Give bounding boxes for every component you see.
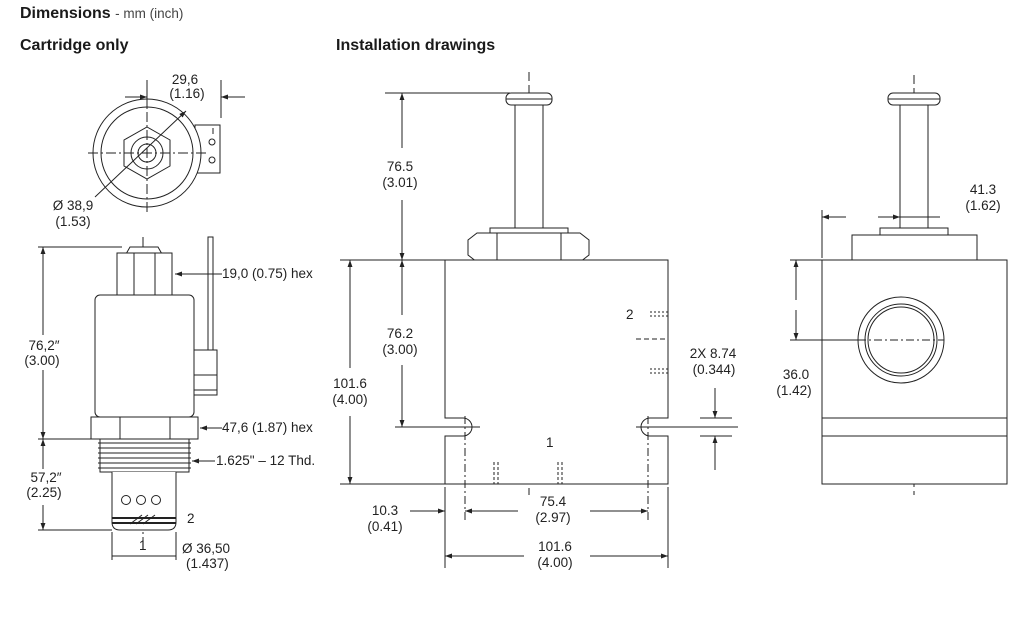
block-width-mm: 101.6 [538,539,572,554]
section-cartridge-title: Cartridge only [20,37,129,54]
total-height-in: (4.00) [332,392,368,407]
base-dia-mm: Ø 36,50 [182,541,231,556]
section-install-title: Installation drawings [336,37,496,54]
units-text: - mm (inch) [115,6,184,21]
edge-offset-mm: 10.3 [371,503,399,518]
thread-label: 1.625" – 12 Thd. [216,453,316,468]
hex2-label: 47,6 (1.87) hex [222,420,313,435]
top-width-mm: 29,6 [171,72,199,87]
base-dia-in: (1.437) [186,556,229,571]
installation-side-view [790,75,1007,495]
install-port-1: 1 [546,435,554,450]
title-text: Dimensions [20,5,111,22]
lower-in: (2.25) [26,485,62,500]
top-height-mm: 76.5 [386,159,414,174]
cartridge-side-view [38,237,222,560]
coil-dia-in: (1.53) [55,214,91,229]
side-width-in: (1.62) [965,198,1001,213]
cartridge-top-view [88,80,245,212]
center-distance-mm: 75.4 [539,494,567,509]
height-mm: 76,2″ [28,338,60,353]
slot-width-in: (0.344) [692,362,736,377]
install-port-2: 2 [626,307,634,322]
hex1-label: 19,0 (0.75) hex [222,266,313,281]
total-height-mm: 101.6 [333,376,367,391]
lower-mm: 57,2″ [30,470,62,485]
top-width-in: (1.16) [169,86,205,101]
center-distance-in: (2.97) [535,510,571,525]
body-height-mm: 76.2 [386,326,414,341]
installation-front-view [340,72,738,568]
slot-width-mm: 2X 8.74 [689,346,737,361]
side-width-mm: 41.3 [969,182,997,197]
height-in: (3.00) [24,353,60,368]
top-height-in: (3.01) [382,175,418,190]
side-height-mm: 36.0 [782,367,810,382]
body-height-in: (3.00) [382,342,418,357]
cartridge-port-1: 1 [139,538,147,553]
cartridge-port-2: 2 [187,511,195,526]
edge-offset-in: (0.41) [367,519,403,534]
side-height-in: (1.42) [776,383,812,398]
block-width-in: (4.00) [537,555,573,570]
page-title: Dimensions - mm (inch) [20,5,183,23]
coil-dia-mm: Ø 38,9 [52,198,94,213]
